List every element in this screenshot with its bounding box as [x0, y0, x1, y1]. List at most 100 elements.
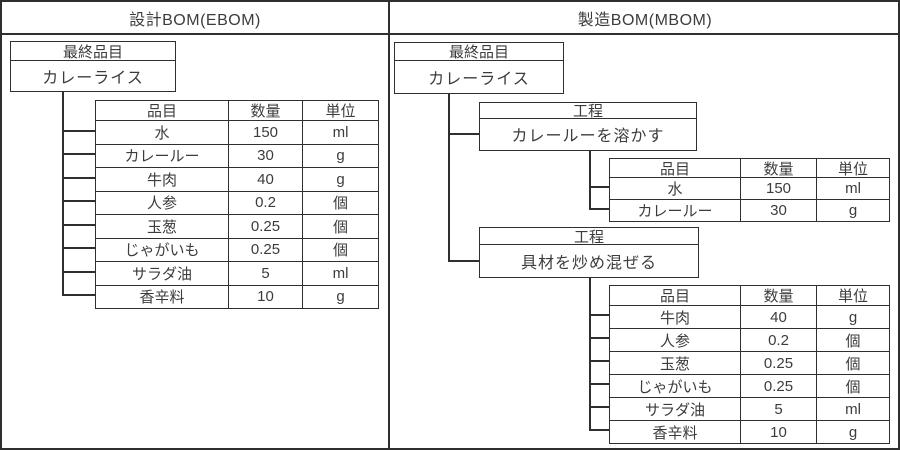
- mbom-tree-trunk: [448, 94, 450, 262]
- ebom-tree-branch: [62, 294, 95, 296]
- table-cell: 0.25: [740, 375, 816, 397]
- table-header-row: 品目 数量単位: [610, 159, 889, 177]
- table-cell: 10: [740, 421, 816, 443]
- table-cell: じゃがいも: [124, 242, 200, 260]
- table-cell: ml: [302, 262, 378, 285]
- table-cell: 0.25: [740, 352, 816, 374]
- table-cell: g: [816, 200, 889, 221]
- table-cell: 玉葱: [146, 218, 177, 236]
- table-cell: g: [302, 168, 378, 191]
- mbom-process2-box: 工程 具材を炒め混ぜる: [479, 227, 699, 278]
- table-cell: 0.25: [228, 215, 302, 238]
- table-cell: 玉葱: [659, 355, 690, 373]
- table-cell: ml: [816, 398, 889, 420]
- process1-tree-branch: [589, 186, 609, 188]
- process-label: 工程: [480, 228, 698, 246]
- table-cell: サラダ油: [131, 265, 192, 283]
- mbom-final-item-box: 最終品目 カレーライス: [394, 42, 564, 94]
- table-cell: カレールー: [124, 148, 200, 166]
- mbom-tree-branch: [448, 133, 479, 135]
- table-cell: 40: [740, 306, 816, 328]
- table-cell: 150: [228, 121, 302, 144]
- table-cell: 5: [228, 262, 302, 285]
- process2-tree-branch: [589, 383, 609, 385]
- table-cell: 0.2: [228, 191, 302, 214]
- final-item-label: 最終品目: [11, 42, 175, 61]
- ebom-tree-branch: [62, 271, 95, 273]
- table-cell: 水: [154, 124, 170, 142]
- table-cell: じゃがいも: [637, 378, 713, 396]
- mbom-panel-title: 製造BOM(MBOM): [577, 11, 713, 29]
- ebom-tree-trunk: [62, 92, 64, 296]
- process2-tree-branch: [589, 360, 609, 362]
- table-cell: 人参: [659, 332, 690, 350]
- process2-tree-branch: [589, 314, 609, 316]
- table-cell: 牛肉: [659, 309, 690, 327]
- table-cell: 0.25: [228, 238, 302, 261]
- table-cell: サラダ油: [644, 401, 705, 419]
- table-header-row: 品目数量単位: [96, 101, 378, 120]
- table-cell: g: [816, 306, 889, 328]
- table-cell: カレールー: [637, 203, 713, 220]
- final-item-label: 最終品目: [395, 43, 563, 61]
- process1-tree-branch: [589, 208, 609, 210]
- final-item-value: カレーライス: [42, 69, 144, 87]
- table-cell: 5: [740, 398, 816, 420]
- table-cell: 10: [228, 285, 302, 308]
- ebom-tree-branch: [62, 224, 95, 226]
- ebom-tree-branch: [62, 130, 95, 132]
- table-cell: 個: [816, 375, 889, 397]
- table-cell: 香辛料: [139, 289, 185, 307]
- column-header: 品目: [659, 160, 690, 178]
- table-cell: g: [302, 285, 378, 308]
- ebom-tree-branch: [62, 153, 95, 155]
- mbom-process1-box: 工程 カレールーを溶かす: [479, 102, 697, 151]
- process2-tree-branch: [589, 337, 609, 339]
- table-cell: g: [302, 144, 378, 167]
- table-header-row: 品目 数量単位: [610, 286, 889, 305]
- table-cell: 個: [816, 352, 889, 374]
- table-cell: 個: [302, 238, 378, 261]
- table-cell: 水: [667, 181, 683, 198]
- table-cell: 150: [740, 178, 816, 199]
- table-cell: 30: [740, 200, 816, 221]
- column-header: 単位: [816, 286, 889, 305]
- column-header: 単位: [816, 159, 889, 177]
- table-cell: 40: [228, 168, 302, 191]
- table-cell: 0.2: [740, 329, 816, 351]
- column-header: 数量: [228, 101, 302, 120]
- column-header: 品目: [659, 288, 690, 305]
- table-cell: 香辛料: [652, 424, 698, 442]
- table-cell: 牛肉: [146, 171, 177, 189]
- table-cell: ml: [302, 121, 378, 144]
- ebom-tree-branch: [62, 177, 95, 179]
- final-item-value: カレーライス: [428, 70, 530, 88]
- header-separator-line: [2, 33, 898, 35]
- process-label: 工程: [480, 103, 696, 120]
- process2-tree-trunk: [589, 278, 591, 431]
- process2-tree-branch: [589, 406, 609, 408]
- column-header: 数量: [740, 286, 816, 305]
- ebom-tree-branch: [62, 200, 95, 202]
- process-name: 具材を炒め混ぜる: [520, 254, 657, 272]
- ebom-final-item-box: 最終品目 カレーライス: [10, 41, 176, 92]
- table-cell: g: [816, 421, 889, 443]
- column-header: 数量: [740, 159, 816, 177]
- table-cell: 個: [816, 329, 889, 351]
- table-cell: 人参: [146, 195, 177, 213]
